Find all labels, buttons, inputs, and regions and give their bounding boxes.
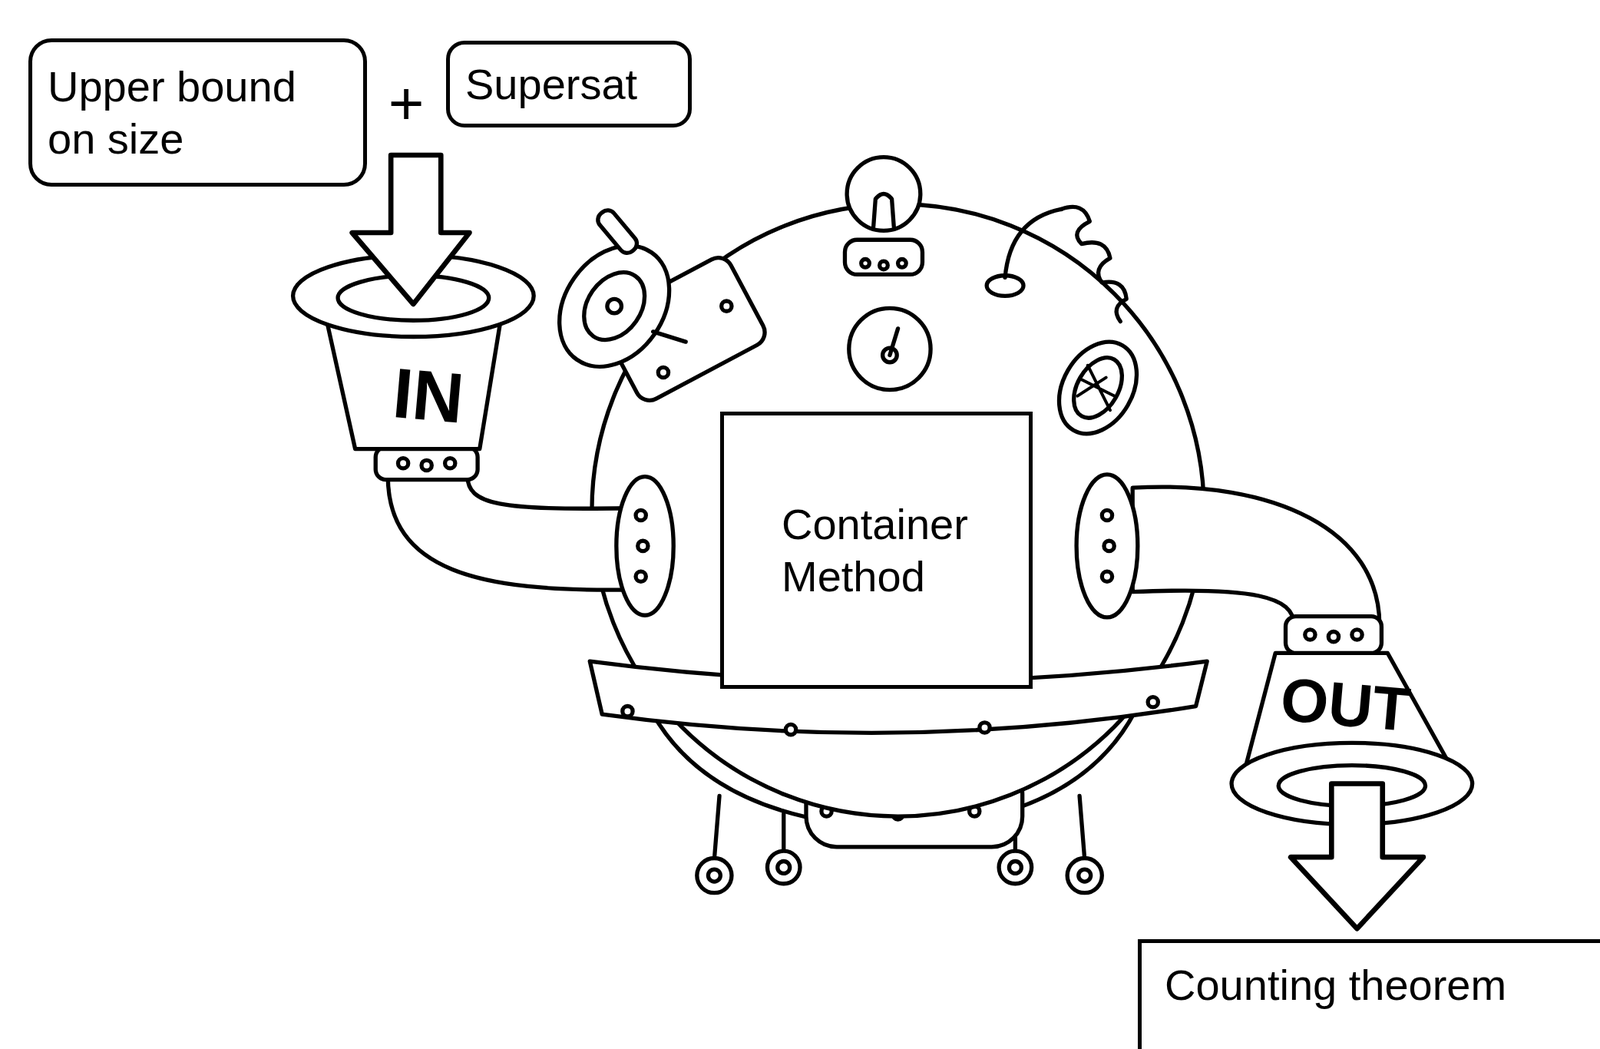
machine-part: [879, 261, 889, 270]
machine-part: [844, 239, 923, 275]
machine-part: [1104, 540, 1115, 551]
machine-part: [998, 850, 1032, 884]
machine-part: [849, 307, 931, 390]
machine-part: [1008, 861, 1022, 874]
machine-part: [1077, 365, 1115, 410]
machine-part: [1352, 629, 1362, 640]
machine-part: [594, 207, 640, 257]
machine-part: [697, 858, 732, 893]
machine-part: [714, 795, 720, 859]
machine-part: [1061, 206, 1127, 321]
machine-part: [707, 869, 721, 882]
machine-part: [785, 723, 796, 734]
machine-part: [1043, 327, 1153, 448]
machine-part: [1101, 571, 1112, 582]
machine-part: [1101, 509, 1112, 520]
machine-part: [873, 193, 895, 227]
machine-part: [635, 509, 646, 520]
machine-part: [653, 331, 687, 342]
machine-part: [638, 540, 648, 551]
machine-part: [861, 259, 870, 268]
machine-part: [721, 300, 732, 311]
funnel-label: OUT: [1277, 668, 1412, 741]
machine-part: [536, 224, 692, 387]
machine-part: [898, 259, 907, 268]
input-funnel: [293, 254, 675, 615]
machine-part: [635, 571, 646, 582]
machine-part: [979, 722, 990, 733]
box-text: Supersat: [465, 58, 673, 110]
machine-part: [781, 810, 786, 852]
machine-part: [397, 458, 408, 469]
machine-part: [1078, 869, 1091, 882]
input-box: Upper bound on size: [28, 38, 367, 187]
machine-part: [1305, 629, 1316, 640]
machine-part: [445, 458, 456, 469]
machine-part: [1147, 697, 1158, 708]
machine-part: [1076, 474, 1138, 618]
process-box: Container Method: [720, 411, 1033, 689]
machine-part: [571, 261, 657, 352]
machine-body: [589, 204, 1207, 893]
input-box: Supersat: [446, 40, 692, 128]
box-text: Container Method: [781, 498, 1014, 602]
machine-part: [387, 475, 628, 590]
machine-part: [889, 328, 899, 356]
output-funnel: [1076, 474, 1473, 825]
machine-part: [777, 861, 791, 874]
machine-part: [616, 476, 674, 616]
box-text: Upper bound on size: [47, 60, 348, 164]
machine-part: [607, 298, 622, 314]
machine-part: [1132, 486, 1380, 625]
machine-widgets: [536, 157, 1153, 448]
machine-part: [846, 157, 921, 232]
output-arrow: [1290, 783, 1424, 929]
machine-part: [766, 850, 800, 884]
machine-part: [622, 706, 633, 717]
machine-part: [421, 459, 432, 470]
box-text: Counting theorem: [1164, 958, 1595, 1011]
output-box: Counting theorem: [1137, 938, 1600, 1049]
input-arrow: [352, 155, 470, 305]
machine-part: [1079, 795, 1085, 859]
machine-part: [1328, 631, 1339, 642]
plus-sign: +: [388, 72, 425, 135]
machine-part: [1067, 858, 1102, 893]
machine-part: [1285, 616, 1382, 654]
funnel-label: IN: [390, 357, 467, 434]
machine-part: [1004, 208, 1062, 278]
machine-part: [375, 446, 478, 480]
machine-part: [1064, 349, 1133, 427]
machine-part: [657, 366, 668, 377]
